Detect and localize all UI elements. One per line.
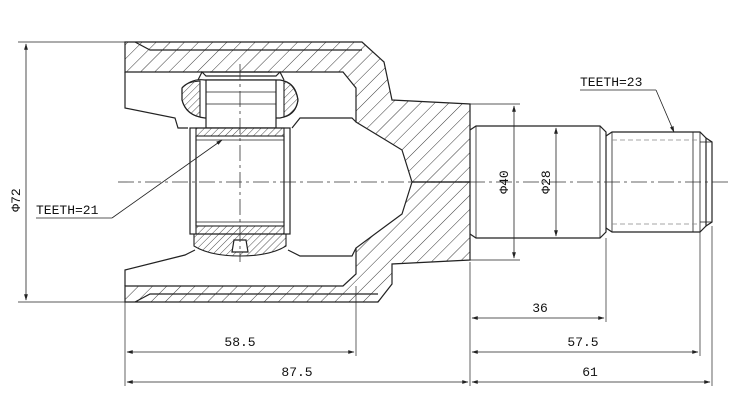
dim-inner-length: 58.5 [224, 335, 255, 350]
roller-top-left-hatch [181, 80, 201, 118]
leader-teeth-outer [655, 89, 675, 133]
housing-recess-lower [124, 249, 196, 286]
center-lines [118, 64, 730, 262]
dim-shaft-diameter: Φ40 [497, 170, 512, 193]
housing-recess-upper-2 [291, 117, 357, 129]
housing-bottom-lip [134, 293, 378, 303]
housing-upper-wall [124, 41, 471, 183]
dim-body-length: 87.5 [281, 365, 312, 380]
dim-shaft-spline-length: 57.5 [567, 335, 598, 350]
callouts: TEETH=23 TEETH=21 [36, 75, 675, 219]
label-teeth-inner: TEETH=21 [36, 203, 99, 218]
dim-shaft-total: 61 [582, 365, 598, 380]
dim-outer-diameter: Φ72 [9, 188, 24, 211]
dim-shaft-journal: 36 [532, 301, 548, 316]
housing-recess-upper [124, 72, 188, 129]
dimensions: Φ72 Φ40 Φ28 58.5 87.5 36 57.5 61 [9, 41, 713, 386]
dim-spline-diameter: Φ28 [539, 170, 554, 193]
housing-recess-lower-2 [287, 247, 357, 257]
circlip-top [197, 70, 285, 81]
housing-lower-wall [124, 181, 471, 303]
housing [124, 41, 471, 303]
label-teeth-outer: TEETH=23 [580, 75, 642, 90]
leader-teeth-inner [111, 139, 223, 219]
roller-top-right-hatch [283, 80, 299, 118]
housing-top-lip [134, 41, 362, 51]
